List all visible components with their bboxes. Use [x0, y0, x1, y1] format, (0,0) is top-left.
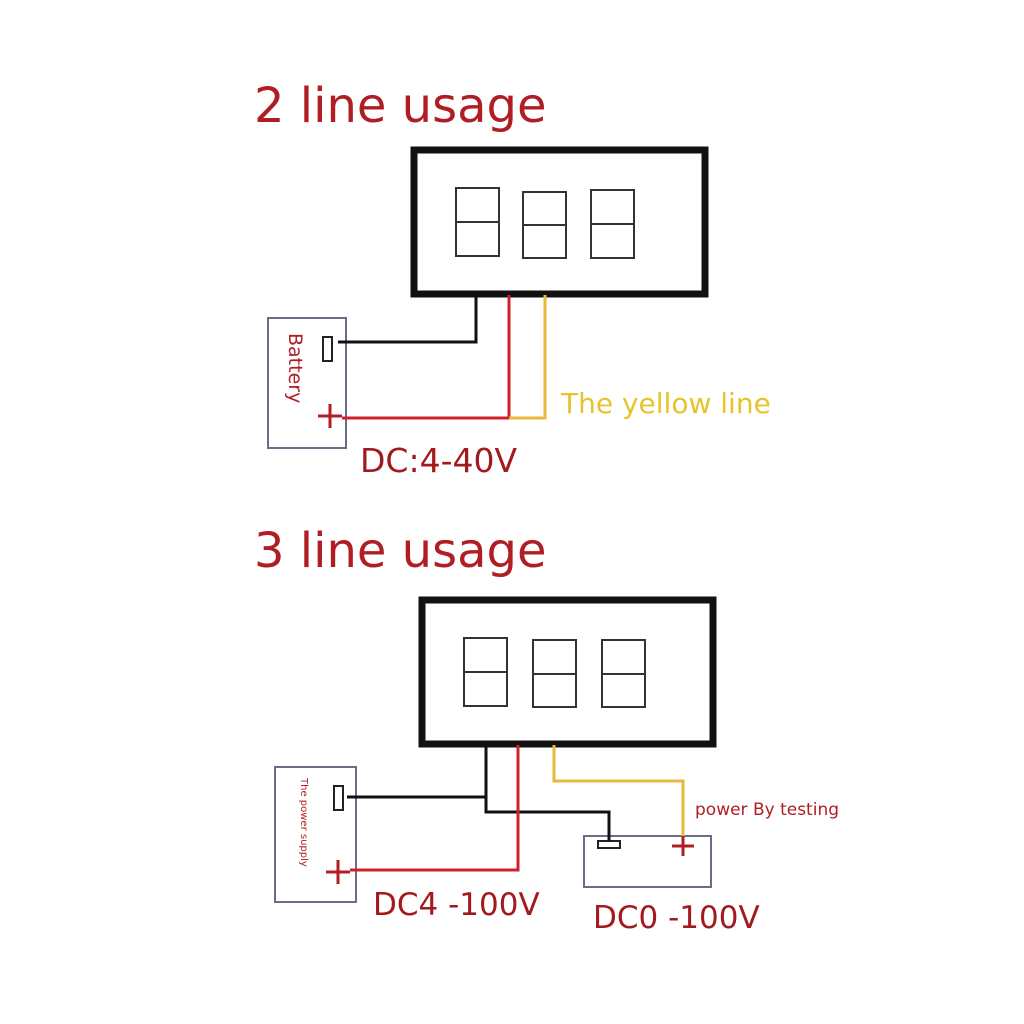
black-wire-2line [338, 295, 478, 344]
seven-segment-digit [532, 639, 577, 708]
minus-terminal-icon [322, 336, 333, 362]
yellow-line-label: The yellow line [560, 387, 771, 420]
title-2-line: 2 line usage [254, 78, 547, 134]
seven-segment-digit [601, 639, 646, 708]
minus-terminal-icon [333, 785, 344, 811]
plus-terminal-icon [326, 860, 350, 884]
power-supply-label: The power supply [298, 777, 309, 867]
voltage-label-test: DC0 -100V [593, 900, 760, 936]
seven-segment-digit [522, 191, 567, 259]
black-wire-3line-to-test [484, 797, 611, 841]
seven-segment-digit [455, 187, 500, 257]
minus-terminal-icon [597, 840, 621, 849]
testing-label: power By testing [695, 800, 839, 820]
seven-segment-digit [463, 637, 508, 707]
plus-terminal-icon [318, 404, 342, 428]
seven-segment-display-3line [463, 637, 646, 708]
title-3-line: 3 line usage [254, 523, 547, 579]
red-wire-2line [342, 295, 511, 420]
seven-segment-display-2line [455, 187, 635, 259]
red-wire-3line [350, 745, 520, 872]
voltage-label-2line: DC:4-40V [360, 441, 517, 480]
yellow-wire-2line [509, 295, 547, 420]
yellow-wire-3line [552, 745, 685, 836]
voltage-label-supply: DC4 -100V [373, 887, 540, 923]
plus-terminal-icon [672, 836, 694, 856]
battery-box [267, 317, 347, 449]
battery-label: Battery [284, 333, 306, 403]
black-wire-3line [347, 745, 488, 799]
seven-segment-digit [590, 189, 635, 259]
